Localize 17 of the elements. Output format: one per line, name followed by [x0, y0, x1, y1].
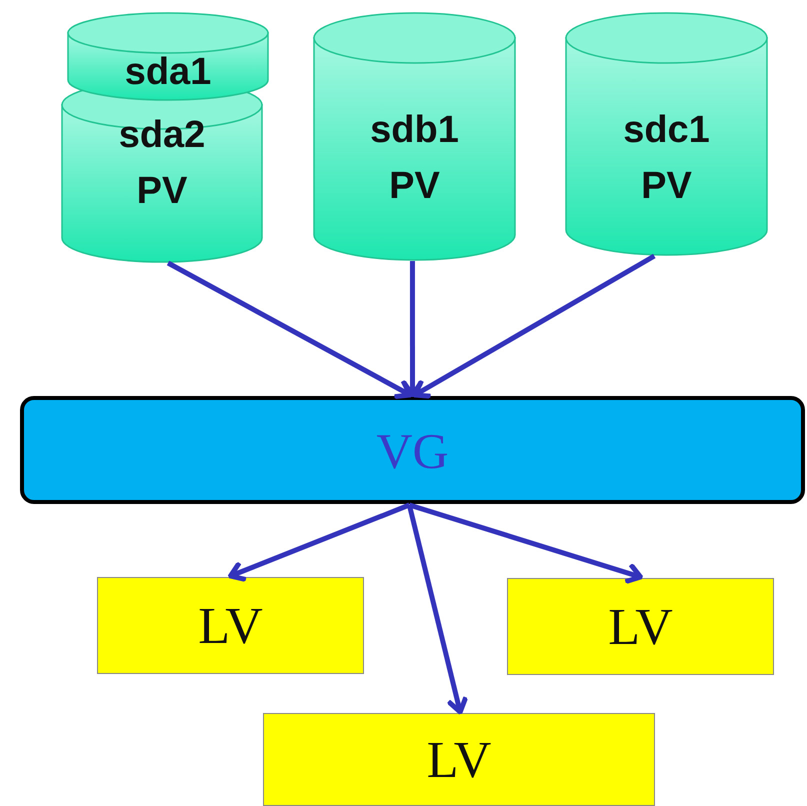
volume-group-bar — [20, 396, 805, 504]
box-label: LV — [197, 600, 264, 654]
box-label: LV — [426, 734, 492, 788]
arrow — [166, 260, 413, 400]
disk-label: sdb1 PV — [369, 108, 460, 209]
arrow — [408, 502, 643, 584]
arrow — [406, 504, 468, 714]
logical-volume-box — [97, 577, 364, 674]
logical-volume-box — [263, 713, 655, 806]
arrow — [412, 254, 656, 399]
logical-volume-box — [507, 578, 774, 675]
disk-label: sda1 — [124, 50, 212, 95]
arrow — [228, 502, 410, 582]
box-label: VG — [375, 426, 450, 476]
disk-label: sda2 PV — [118, 113, 206, 214]
disk-label: sdc1 PV — [622, 108, 711, 209]
box-label: LV — [607, 600, 674, 654]
